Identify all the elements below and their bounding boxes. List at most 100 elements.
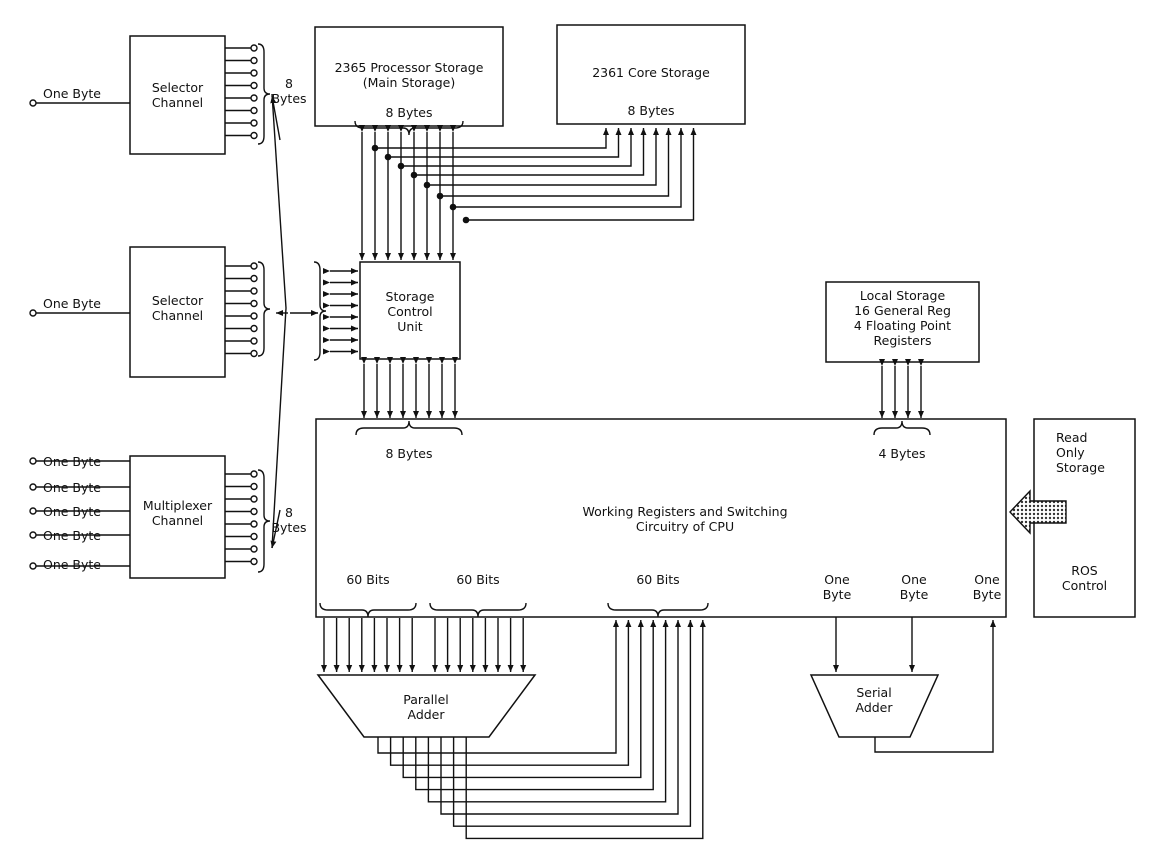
core-branch-line-4 (427, 128, 659, 186)
cpu-out-1-label: 60 Bits (346, 572, 390, 587)
core-branch-line-6 (453, 128, 684, 208)
channel-bus-bottom-label: 8 Bytes (271, 505, 307, 535)
multiplexer-input-label-4: One Byte (43, 528, 101, 543)
selector-channel-1-box (129, 35, 226, 155)
channel-output-terminal-c-7 (250, 557, 258, 566)
selector-channel-2-box (129, 246, 226, 378)
core-branch-line-3 (414, 128, 647, 176)
multiplexer-input-label-5: One Byte (43, 557, 101, 572)
mux-input-terminal-2 (29, 483, 37, 491)
serial-adder-label: Serial Adder (855, 685, 893, 715)
mux-input-terminal-4 (29, 531, 37, 539)
channel-bus-arrow-top (270, 95, 281, 141)
channel-output-terminal-a-2 (250, 69, 258, 77)
cpu-out-2-label: 60 Bits (456, 572, 500, 587)
channel-input-terminal-sel2 (29, 309, 37, 317)
channel-bus-top-label: 8 Bytes (271, 76, 307, 106)
channel-brace-a (257, 43, 271, 145)
channel-input-terminal-sel1 (29, 99, 37, 107)
scu-left-brace (313, 261, 327, 361)
core-branch-line-2 (401, 128, 634, 167)
adder-return-5 (440, 620, 681, 815)
mux-input-terminal-5 (29, 562, 37, 570)
adder-return-0 (377, 620, 619, 754)
channel-output-terminal-c-6 (250, 545, 258, 553)
selector-channel-1-label: Selector Channel (151, 80, 204, 110)
multiplexer-input-label-2: One Byte (43, 480, 101, 495)
channel-output-terminal-b-3 (250, 299, 258, 308)
adder-return-1 (389, 620, 632, 766)
multiplexer-input-label-3: One Byte (43, 504, 101, 519)
serial-out-2-label: One Byte (899, 572, 929, 602)
serial-in-label: One Byte (972, 572, 1002, 602)
channel-output-terminal-b-6 (250, 337, 258, 345)
cpu-in-brace (607, 602, 709, 618)
multiplexer-channel-box (129, 455, 226, 579)
main-storage-brace (354, 120, 464, 136)
storage-control-unit-label: Storage Control Unit (385, 289, 435, 334)
mux-input-terminal-1 (29, 457, 37, 465)
scu-cpu-brace (355, 420, 463, 436)
channel-output-terminal-b-5 (250, 324, 258, 333)
adder-return-2 (402, 620, 644, 779)
serial-adder-shape (809, 674, 940, 738)
channel-output-terminal-a-7 (250, 131, 258, 140)
channel-output-terminal-a-1 (250, 56, 258, 65)
channel-output-terminal-c-3 (250, 507, 258, 516)
ros-control-label: ROS Control (1061, 563, 1108, 593)
serial-return (874, 620, 996, 753)
channel-output-terminal-a-3 (250, 81, 258, 90)
multiplexer-channel-label: Multiplexer Channel (142, 498, 213, 528)
cpu-out-brace-2 (429, 602, 527, 618)
channel-output-terminal-c-5 (250, 532, 258, 541)
processor-storage-box (314, 26, 504, 127)
local-to-cpu-label: 4 Bytes (878, 446, 926, 461)
cpu-box (315, 418, 1007, 618)
channel-brace-b (257, 261, 271, 357)
channel-output-terminal-c-1 (250, 482, 258, 491)
serial-out-1-label: One Byte (822, 572, 852, 602)
cpu-label: Working Registers and Switching Circuitr… (582, 504, 788, 534)
adder-return-3 (415, 620, 657, 791)
core-branch-line-1 (388, 128, 622, 158)
core-storage-box (556, 24, 746, 125)
core-storage-width: 8 Bytes (627, 103, 675, 118)
core-storage-label: 2361 Core Storage (592, 65, 710, 80)
channel-bus-arrow-bottom (270, 509, 281, 549)
channel-output-terminal-b-7 (250, 349, 258, 358)
cpu-in-label: 60 Bits (636, 572, 680, 587)
channel-output-terminal-b-2 (250, 287, 258, 295)
channel-output-terminal-a-4 (250, 94, 258, 102)
channel-bus-line (271, 93, 287, 549)
read-only-storage-label: Read Only Storage (1056, 430, 1105, 475)
local-storage-label: Local Storage 16 General Reg 4 Floating … (853, 288, 952, 348)
channel-output-terminal-c-2 (250, 495, 258, 503)
channel-output-terminal-b-4 (250, 312, 258, 320)
channel-output-terminal-a-6 (250, 119, 258, 127)
core-branch-line-7 (466, 128, 697, 221)
adder-return-7 (465, 620, 706, 840)
parallel-adder-label: Parallel Adder (403, 692, 449, 722)
selector-1-input-label: One Byte (43, 86, 101, 101)
local-storage-box (825, 281, 980, 363)
scu-to-cpu-label: 8 Bytes (385, 446, 433, 461)
mux-input-terminal-3 (29, 507, 37, 515)
ros-control-arrow (1009, 489, 1067, 535)
storage-control-unit-box (359, 261, 461, 360)
multiplexer-input-label-1: One Byte (43, 454, 101, 469)
processor-storage-width: 8 Bytes (385, 105, 433, 120)
local-cpu-brace (873, 420, 931, 436)
channel-output-terminal-a-0 (250, 44, 258, 52)
channel-output-terminal-b-1 (250, 274, 258, 283)
processor-storage-label: 2365 Processor Storage (Main Storage) (334, 60, 484, 90)
core-branch-line-5 (440, 128, 672, 197)
channel-output-terminal-b-0 (250, 262, 258, 270)
adder-return-4 (427, 620, 669, 803)
channel-brace-c (257, 469, 271, 573)
channel-output-terminal-c-0 (250, 470, 258, 478)
parallel-adder-shape (316, 674, 537, 738)
selector-channel-2-label: Selector Channel (151, 293, 204, 323)
channel-output-terminal-a-5 (250, 106, 258, 115)
selector-2-input-label: One Byte (43, 296, 101, 311)
